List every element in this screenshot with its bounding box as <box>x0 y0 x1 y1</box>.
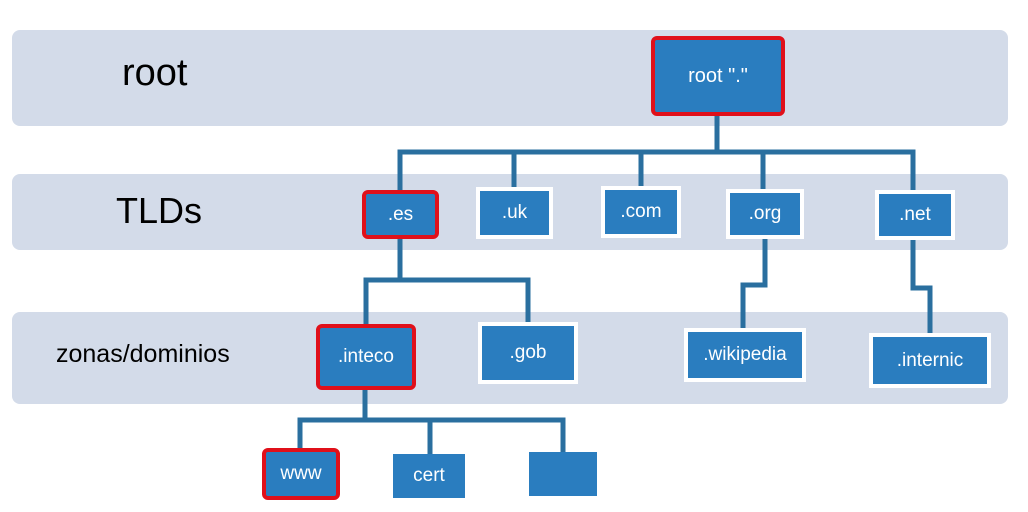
node-zone-wikipedia: .wikipedia <box>684 328 806 382</box>
connector-net-internic <box>910 235 933 337</box>
node-host-unlabeled <box>529 452 597 496</box>
node-tld-es: .es <box>362 190 439 239</box>
node-tld-com: .com <box>601 186 681 238</box>
band-root <box>12 30 1008 126</box>
node-host-cert: cert <box>393 454 465 498</box>
node-tld-net: .net <box>875 190 955 240</box>
connector-es-zones <box>363 235 531 329</box>
connector-org-wikipedia <box>740 235 768 333</box>
node-root: root "." <box>651 36 785 116</box>
band-label-tlds: TLDs <box>116 190 203 231</box>
band-label-root: root <box>122 52 188 94</box>
connector-root-tlds <box>397 109 916 193</box>
node-zone-internic: .internic <box>869 333 991 388</box>
node-tld-uk: .uk <box>476 187 553 239</box>
connector-inteco-hosts <box>297 387 566 458</box>
band-label-zones: zonas/dominios <box>56 340 230 368</box>
node-tld-org: .org <box>726 189 804 239</box>
node-zone-gob: .gob <box>478 322 578 384</box>
node-zone-inteco: .inteco <box>316 324 416 390</box>
node-host-www: www <box>262 448 340 500</box>
